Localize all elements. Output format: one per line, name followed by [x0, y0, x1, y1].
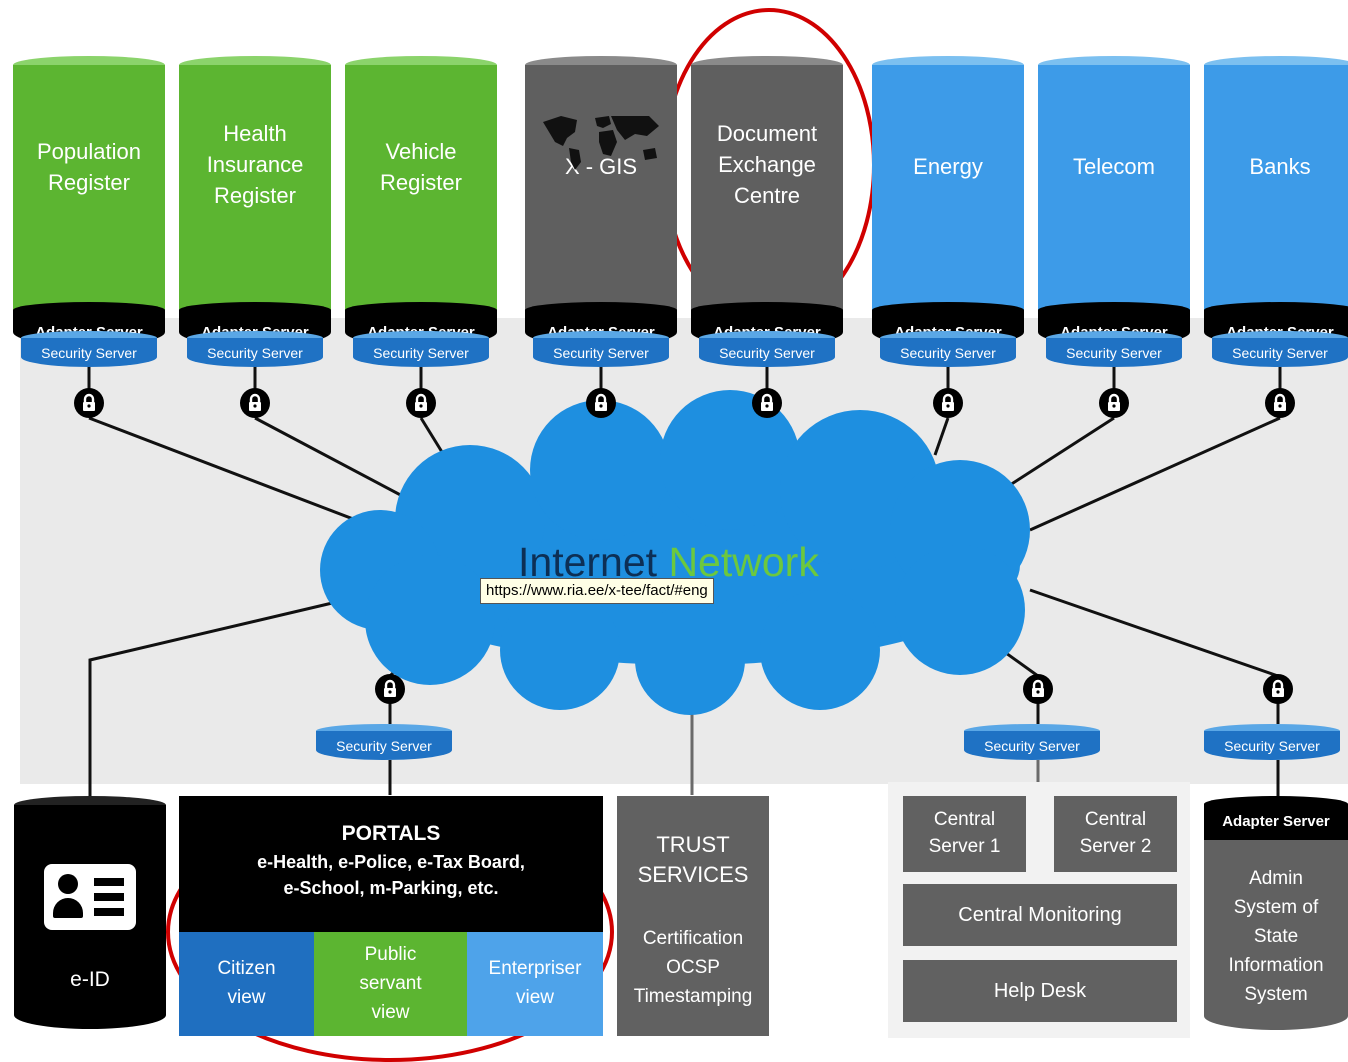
- database-2: VehicleRegisterAdapter Server: [345, 56, 497, 346]
- adapter-server: Adapter Server: [525, 302, 677, 346]
- network-title: Internet Network: [518, 537, 819, 587]
- trust-certification: Certification: [642, 928, 744, 949]
- database-label-line: Register: [48, 170, 130, 195]
- eid-label: e-ID: [70, 968, 110, 991]
- security-server-4: Security Server: [699, 331, 835, 367]
- url-tooltip: https://www.ria.ee/x-tee/fact/#eng: [480, 578, 714, 604]
- lock-icon: [375, 674, 405, 704]
- database-label-line: Vehicle: [385, 139, 457, 164]
- id-card-icon: [44, 864, 136, 930]
- database-0: PopulationRegisterAdapter Server: [13, 56, 165, 346]
- lock-icon: [406, 388, 436, 418]
- eid-database: e-ID: [14, 796, 166, 1036]
- trust-services-box: TRUST SERVICES Certification OCSP Timest…: [617, 796, 769, 1036]
- portals-title: PORTALS: [341, 822, 441, 845]
- security-server-5: Security Server: [880, 331, 1016, 367]
- database-label-line: Register: [380, 170, 462, 195]
- database-7: BanksAdapter Server: [1204, 56, 1348, 346]
- database-label-line: Register: [214, 183, 296, 208]
- database-label-line: Document: [716, 121, 818, 146]
- security-server-0: Security Server: [21, 331, 157, 367]
- help-desk: Help Desk: [903, 960, 1177, 1022]
- security-server-portals: Security Server: [316, 724, 452, 760]
- trust-title-1: TRUST: [656, 832, 730, 857]
- lock-icon: [752, 388, 782, 418]
- database-label-line: Insurance: [206, 152, 304, 177]
- database-label-line: Energy: [913, 154, 983, 179]
- lock-icon: [1265, 388, 1295, 418]
- database-label-line: Centre: [733, 183, 801, 208]
- database-label-line: Telecom: [1073, 154, 1155, 179]
- portals-line-2: e-School, m-Parking, etc.: [283, 878, 499, 898]
- security-server-7: Security Server: [1212, 331, 1348, 367]
- lock-icon: [1023, 674, 1053, 704]
- lock-icon: [240, 388, 270, 418]
- database-label-line: Banks: [1249, 154, 1311, 179]
- security-server-1: Security Server: [187, 331, 323, 367]
- database-label-line: Health: [223, 121, 287, 146]
- lock-icon: [586, 388, 616, 418]
- lock-icon: [1263, 674, 1293, 704]
- portals-line-1: e-Health, e-Police, e-Tax Board,: [257, 852, 525, 872]
- trust-title-2: SERVICES: [637, 862, 749, 887]
- lock-icon: [74, 388, 104, 418]
- central-monitoring: Central Monitoring: [903, 884, 1177, 946]
- database-label-line: Exchange: [718, 152, 816, 177]
- admin-adapter-label: Adapter Server: [1204, 804, 1348, 840]
- security-server-2: Security Server: [353, 331, 489, 367]
- network-word-network: Network: [668, 539, 819, 585]
- security-server-admin: Security Server: [1204, 724, 1340, 760]
- portals-box: PORTALS e-Health, e-Police, e-Tax Board,…: [179, 796, 603, 932]
- security-server-6: Security Server: [1046, 331, 1182, 367]
- lock-icon: [1099, 388, 1129, 418]
- database-5: EnergyAdapter Server: [872, 56, 1024, 346]
- security-server-3: Security Server: [533, 331, 669, 367]
- trust-ocsp: OCSP: [666, 957, 720, 978]
- database-label-line: Population: [37, 139, 141, 164]
- network-word-internet: Internet: [518, 539, 658, 585]
- database-3: X - GISAdapter Server: [525, 56, 677, 346]
- database-1: HealthInsuranceRegisterAdapter Server: [179, 56, 331, 346]
- database-6: TelecomAdapter Server: [1038, 56, 1190, 346]
- trust-timestamping: Timestamping: [633, 986, 753, 1007]
- world-map-icon: [539, 112, 663, 172]
- lock-icon: [933, 388, 963, 418]
- security-server-central: Security Server: [964, 724, 1100, 760]
- database-4: DocumentExchangeCentreAdapter Server: [691, 56, 843, 346]
